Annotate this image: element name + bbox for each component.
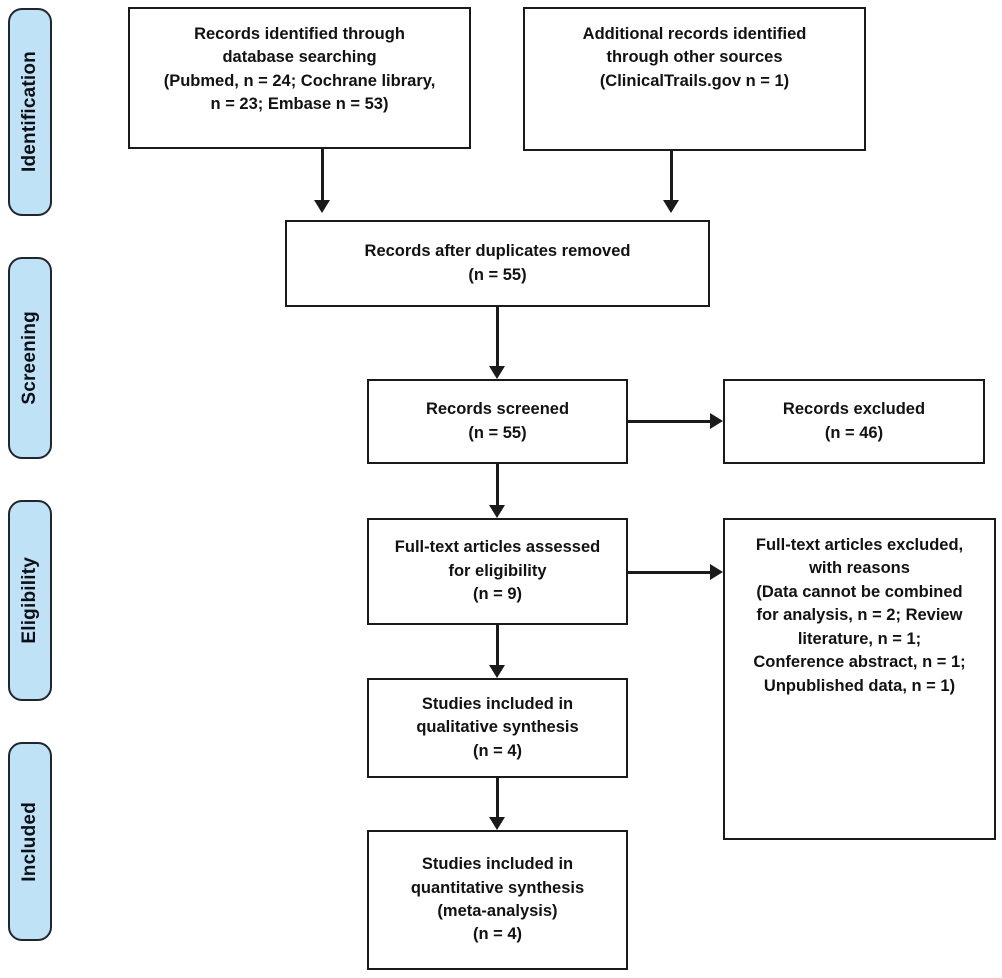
box-fulltext-assessed-text: Full-text articles assessed for eligibil… xyxy=(394,538,601,604)
box-records-identified-database: Records identified through database sear… xyxy=(128,7,471,149)
box-records-identified-other-text: Additional records identified through ot… xyxy=(582,25,807,90)
box-studies-qualitative-text: Studies included in qualitative synthesi… xyxy=(416,694,579,760)
stage-included: Included xyxy=(8,742,52,941)
box-records-identified-other: Additional records identified through ot… xyxy=(523,7,866,151)
box-records-identified-database-text: Records identified through database sear… xyxy=(163,25,436,114)
box-fulltext-assessed: Full-text articles assessed for eligibil… xyxy=(367,518,628,625)
connector-db-down xyxy=(321,149,324,201)
arrow-other-to-duplicates xyxy=(663,200,679,213)
box-studies-qualitative: Studies included in qualitative synthesi… xyxy=(367,678,628,778)
connector-other-down xyxy=(670,151,673,201)
box-studies-quantitative-text: Studies included in quantitative synthes… xyxy=(410,855,585,944)
box-records-excluded: Records excluded (n = 46) xyxy=(723,379,985,464)
connector-screened-down xyxy=(496,464,499,507)
stage-screening-label: Screening xyxy=(19,311,40,405)
box-records-screened-text: Records screened (n = 55) xyxy=(425,400,570,442)
box-studies-quantitative: Studies included in quantitative synthes… xyxy=(367,830,628,970)
box-records-after-duplicates-text: Records after duplicates removed (n = 55… xyxy=(364,242,631,284)
connector-fulltext-to-reasons xyxy=(628,571,711,574)
box-records-screened: Records screened (n = 55) xyxy=(367,379,628,464)
stage-included-label: Included xyxy=(19,801,40,882)
stage-identification-label: Identification xyxy=(19,51,40,173)
connector-screened-to-excluded xyxy=(628,420,711,423)
arrow-screened-to-excluded xyxy=(710,413,723,429)
box-records-after-duplicates: Records after duplicates removed (n = 55… xyxy=(285,220,710,307)
connector-duplicates-down xyxy=(496,307,499,367)
arrow-duplicates-to-screened xyxy=(489,366,505,379)
arrow-screened-to-fulltext xyxy=(489,505,505,518)
arrow-fulltext-to-qualitative xyxy=(489,665,505,678)
box-records-excluded-text: Records excluded (n = 46) xyxy=(782,400,926,442)
arrow-db-to-duplicates xyxy=(314,200,330,213)
connector-fulltext-down xyxy=(496,625,499,667)
connector-qualitative-down xyxy=(496,778,499,820)
stage-eligibility-label: Eligibility xyxy=(19,557,40,644)
stage-identification: Identification xyxy=(8,8,52,216)
stage-eligibility: Eligibility xyxy=(8,500,52,701)
stage-screening: Screening xyxy=(8,257,52,459)
arrow-fulltext-to-reasons xyxy=(710,564,723,580)
arrow-qualitative-to-quantitative xyxy=(489,817,505,830)
box-fulltext-excluded-reasons: Full-text articles excluded, with reason… xyxy=(723,518,996,840)
box-fulltext-excluded-reasons-text: Full-text articles excluded, with reason… xyxy=(753,536,966,695)
